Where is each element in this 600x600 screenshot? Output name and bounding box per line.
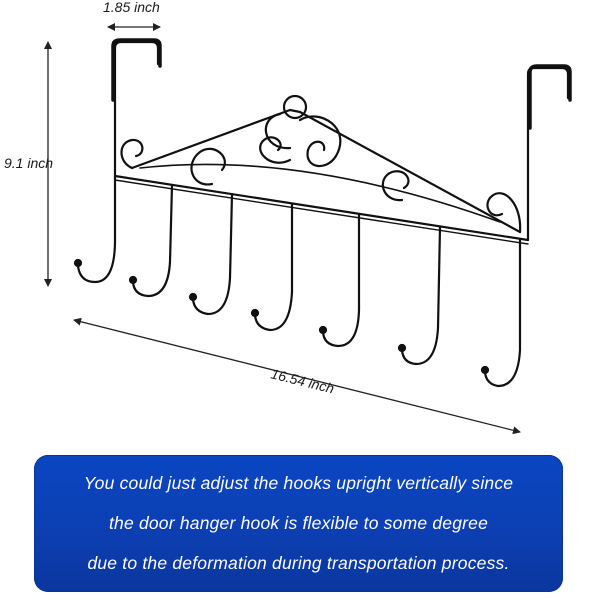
scroll-left xyxy=(190,147,226,186)
width-dimension: 1.85 inch xyxy=(103,0,161,31)
hook-6 xyxy=(397,225,442,366)
hanger-frame xyxy=(73,38,572,388)
hook-2 xyxy=(128,183,174,298)
width-label: 1.85 inch xyxy=(103,0,160,15)
scroll-left-small xyxy=(120,138,144,170)
scroll-center-left xyxy=(264,112,292,150)
info-line-2: the door hanger hook is flexible to some… xyxy=(108,512,489,533)
hook-3 xyxy=(188,192,234,316)
height-dimension: 9.1 inch xyxy=(4,41,53,287)
hook-1 xyxy=(73,174,117,284)
height-label: 9.1 inch xyxy=(4,155,53,171)
top-rail xyxy=(130,108,522,234)
length-dimension: 16.54 inch xyxy=(73,317,521,435)
right-door-hook xyxy=(526,66,570,242)
scroll-right xyxy=(381,170,410,202)
scroll-center-right xyxy=(298,115,342,167)
main-bar xyxy=(113,174,530,242)
top-ring xyxy=(282,94,308,120)
info-box: You could just adjust the hooks upright … xyxy=(34,455,563,592)
info-line-3: due to the deformation during transporta… xyxy=(87,553,510,574)
left-door-hook xyxy=(113,40,160,178)
hook-4 xyxy=(250,202,294,332)
info-line-1: You could just adjust the hooks upright … xyxy=(83,472,514,493)
length-label: 16.54 inch xyxy=(269,365,336,396)
scroll-right-end xyxy=(486,192,522,234)
hook-7 xyxy=(480,238,522,388)
hook-5 xyxy=(318,212,361,348)
